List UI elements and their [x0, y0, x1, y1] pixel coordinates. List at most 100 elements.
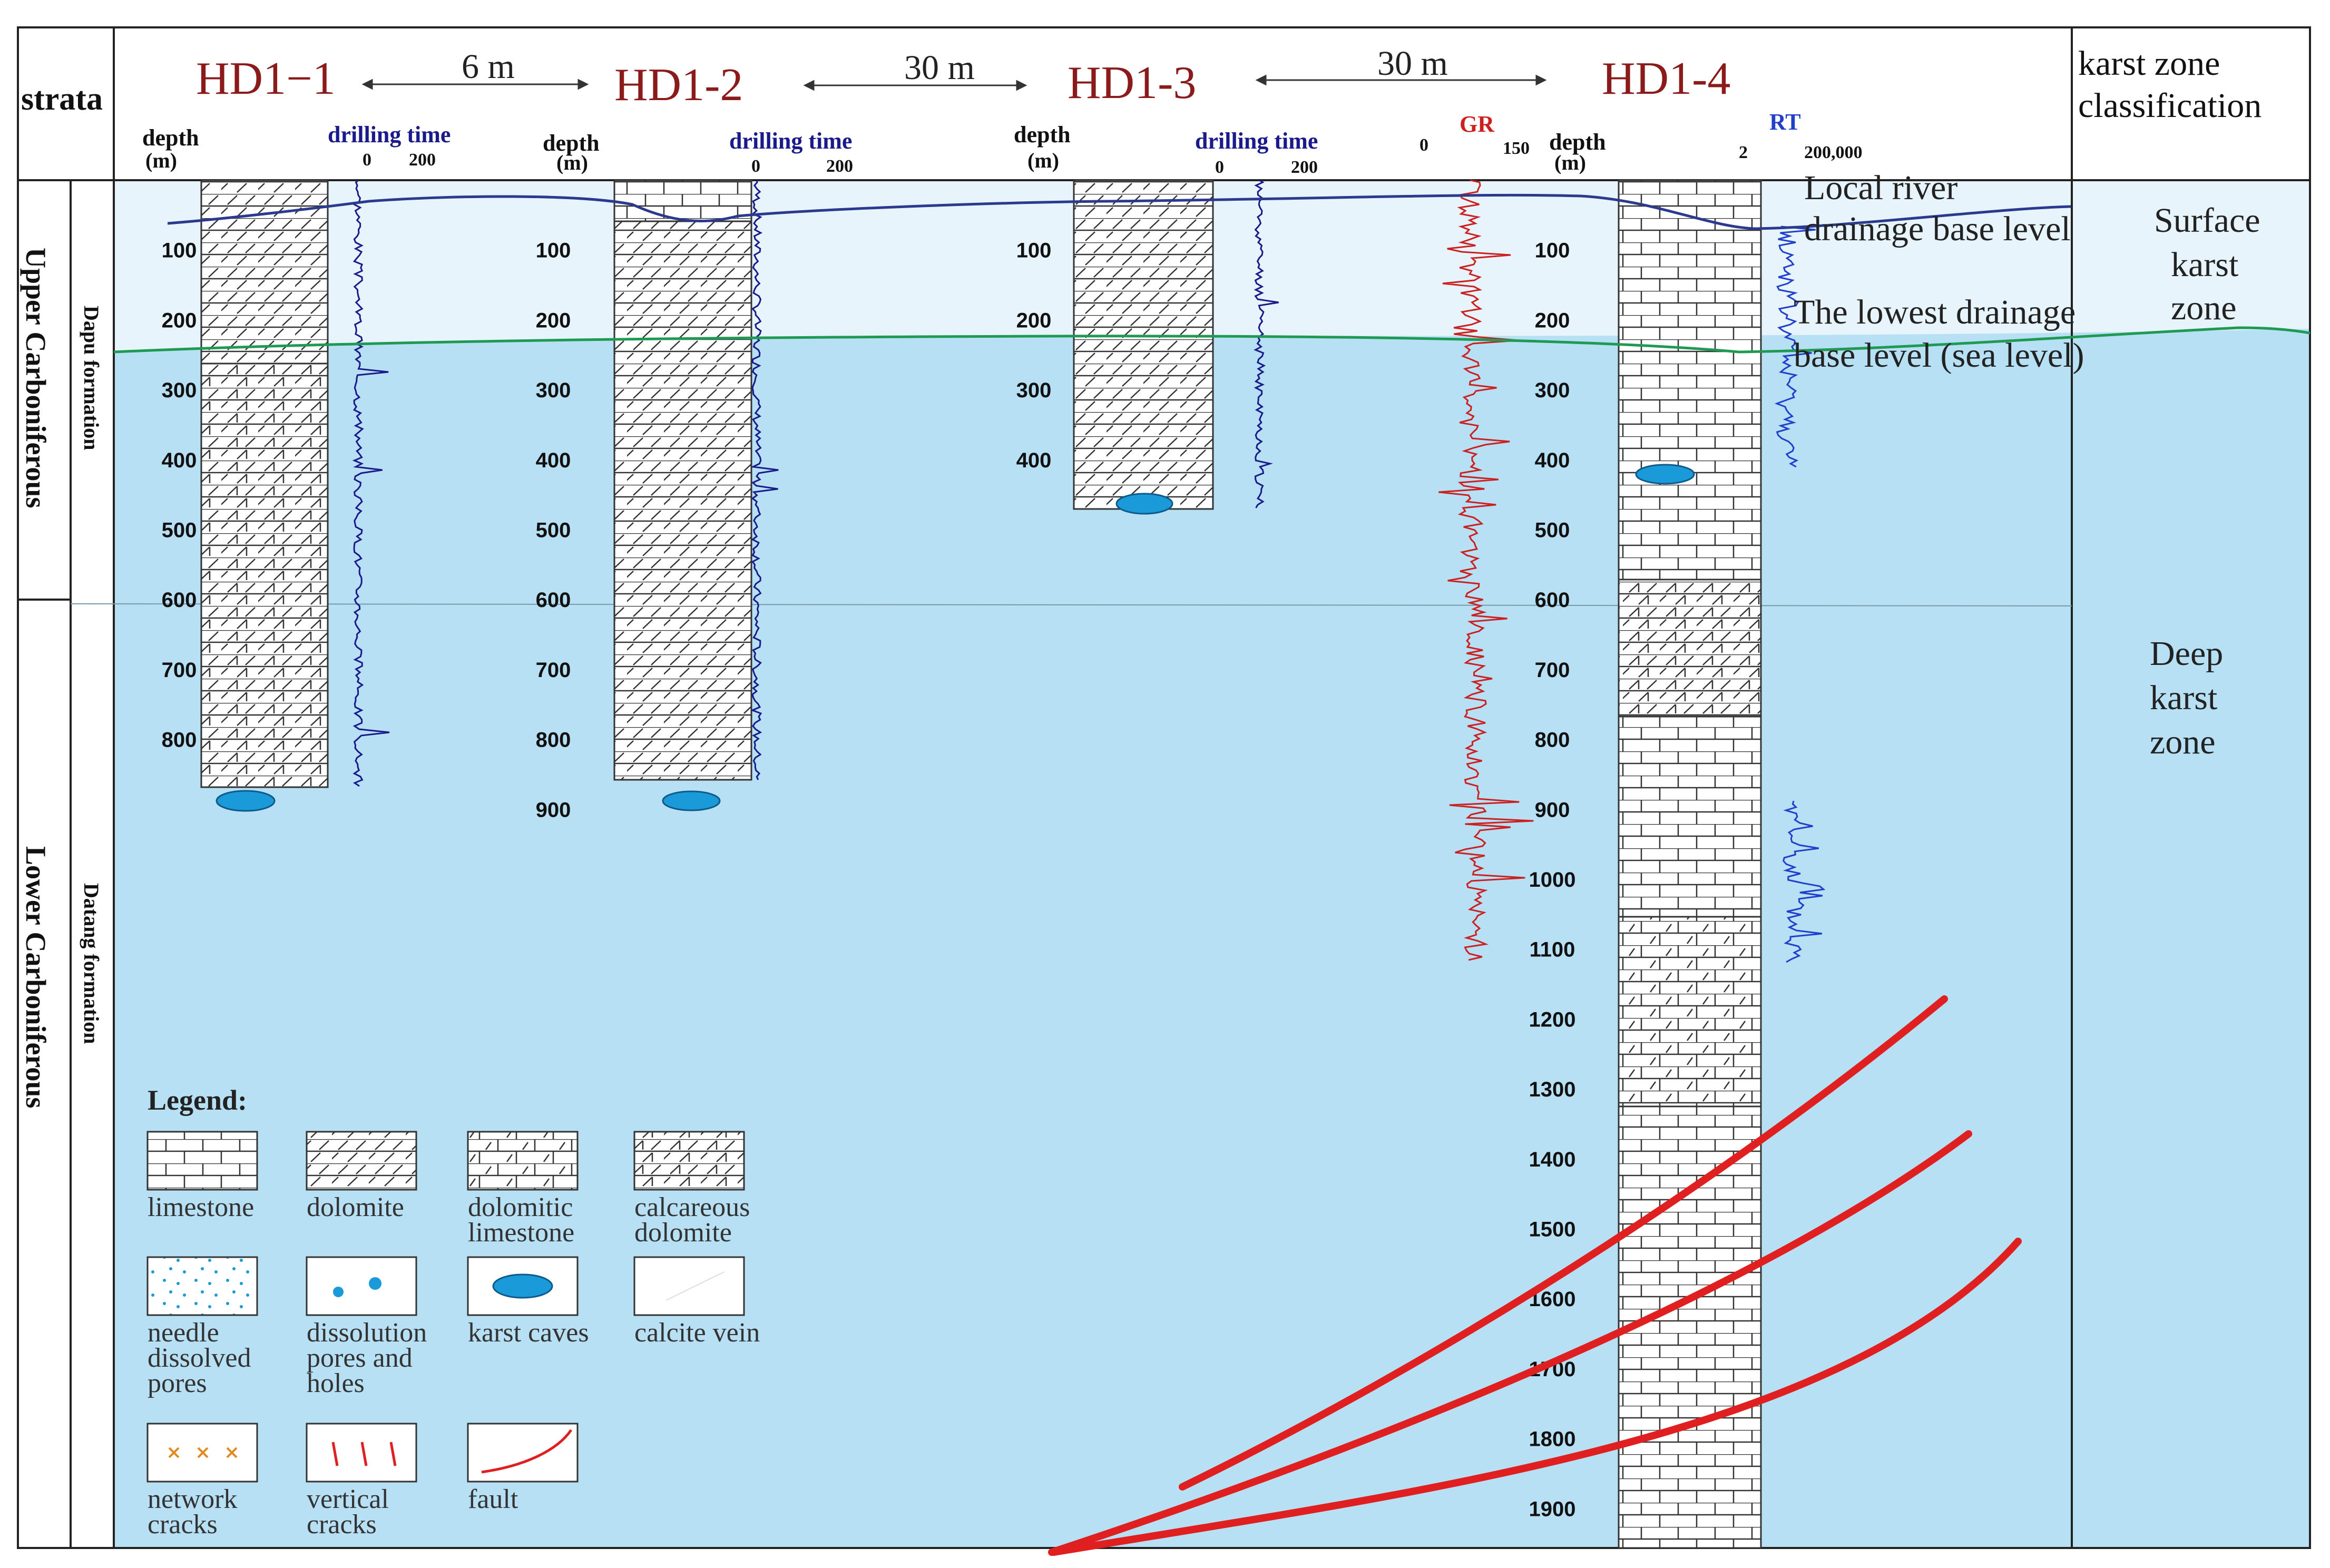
wells-layer: 1002003004005006007008001002003004005006…: [162, 179, 1826, 1549]
rt-log-curve-lower: [1783, 800, 1826, 963]
depth-tick-label: 700: [1535, 659, 1570, 682]
lithology-column-segment: [613, 179, 752, 222]
karst-cave: [1115, 493, 1173, 515]
karst-classification-header-2: classification: [2078, 86, 2262, 125]
karst-cave: [662, 790, 721, 811]
deep-zone-label-1: Deep: [2150, 634, 2223, 673]
depth-unit-3: (m): [1027, 149, 1059, 172]
depth-tick-label: 1000: [1529, 868, 1576, 891]
fault-line-1: [1179, 995, 1948, 1491]
depth-tick-label: 600: [536, 589, 571, 612]
depth-label-4: depth: [1549, 129, 1606, 155]
drilling-time-scale-max-3: 200: [1291, 158, 1318, 177]
legend-label: cracks: [148, 1510, 218, 1540]
spacing-arrows: [361, 74, 1547, 91]
rt-scale-min: 2: [1739, 143, 1748, 162]
legend-item-limestone: limestone: [146, 1131, 258, 1222]
legend-label: karst caves: [468, 1318, 589, 1348]
legend-label: dolomite: [307, 1192, 404, 1222]
depth-tick-label: 100: [162, 239, 197, 262]
depth-tick-label: 400: [162, 449, 197, 472]
sea-level-annotation-1: The lowest drainage: [1794, 293, 2076, 331]
depth-tick-label: 1300: [1529, 1078, 1576, 1101]
river-base-annotation-2: drainage base level: [1804, 210, 2071, 248]
karst-cave: [1635, 464, 1695, 485]
lithology-column-segment: [613, 220, 752, 781]
lithology-column-segment: [200, 179, 329, 365]
sea-level-annotation-2: base level (sea level): [1794, 336, 2084, 375]
legend-swatch: [146, 1131, 258, 1191]
spacing-label-1: 6 m: [462, 47, 515, 86]
drilling-time-scale-min-3: 0: [1215, 158, 1224, 177]
legend-swatch: [146, 1256, 258, 1316]
spacing-label-3: 30 m: [1377, 44, 1448, 83]
legend-item-fault: fault: [467, 1423, 579, 1514]
depth-tick-label: 800: [536, 729, 571, 752]
depth-tick-label: 500: [536, 519, 571, 542]
river-base-annotation-1: Local river: [1804, 169, 1957, 207]
depth-tick-label: 400: [1535, 449, 1570, 472]
well-hd1-4: 1002003004005006007008009001000110012001…: [1529, 179, 1762, 1549]
depth-tick-label: 200: [1535, 309, 1570, 332]
lithology-column-segment: [1618, 716, 1762, 918]
legend-item-calcite-vein: calcite vein: [633, 1256, 760, 1348]
gr-scale-max: 150: [1503, 139, 1530, 158]
rt-log-curve-upper: [1774, 226, 1816, 468]
depth-tick-label: 400: [536, 449, 571, 472]
lithology-column-segment: [200, 362, 329, 788]
drilling-time-log-curve: [352, 179, 390, 787]
depth-tick-label: 200: [162, 309, 197, 332]
well-name-hd1-3: HD1-3: [1068, 57, 1196, 109]
depth-tick-label: 200: [1016, 309, 1052, 332]
legend-label: limestone: [148, 1192, 254, 1222]
depth-tick-label: 200: [536, 309, 571, 332]
sea-level-drainage-base-line: [113, 326, 2311, 354]
legend-label: dolomitic: [468, 1192, 573, 1222]
drilling-time-log-curve: [750, 180, 779, 780]
legend-label: fault: [468, 1484, 518, 1514]
drilling-time-title-3: drilling time: [1195, 128, 1318, 154]
depth-tick-label: 1100: [1530, 938, 1575, 962]
fault-line-2: [1048, 1130, 1972, 1556]
depth-tick-label: 300: [536, 379, 571, 402]
lithology-column-segment: [1618, 916, 1762, 1108]
gr-title: GR: [1460, 111, 1495, 137]
legend-swatch: [467, 1131, 579, 1191]
column-subheaders: depth (m) drilling time 0 200 depth (m) …: [142, 109, 1863, 177]
drilling-time-scale-min-2: 0: [751, 156, 760, 176]
karst-classification-header-1: karst zone: [2078, 44, 2220, 83]
lithology-column-segment: [1073, 179, 1214, 510]
depth-tick-label: 100: [536, 239, 571, 262]
depth-unit-2: (m): [556, 151, 588, 174]
surface-zone-label-2: karst: [2171, 246, 2238, 284]
karst-cave: [216, 790, 276, 812]
well-name-hd1-4: HD1-4: [1602, 53, 1730, 104]
fault-line-3: [1050, 1238, 2022, 1556]
legend-swatch: [306, 1131, 417, 1191]
depth-tick-label: 1400: [1529, 1148, 1576, 1171]
strata-header: strata: [21, 81, 103, 117]
legend-label: dissolved: [148, 1343, 251, 1373]
legend-label: pores and: [307, 1343, 413, 1373]
deep-zone-label-3: zone: [2150, 723, 2216, 761]
depth-unit-4: (m): [1554, 151, 1586, 174]
depth-tick-label: 100: [1016, 239, 1052, 262]
faults: [1048, 995, 2022, 1556]
frame: [17, 26, 2311, 1549]
gr-scale-min: 0: [1419, 135, 1428, 155]
legend-label: dissolution: [307, 1318, 427, 1348]
depth-tick-label: 600: [162, 589, 197, 612]
legend-label: needle: [148, 1318, 219, 1348]
legend-item-dolomite: dolomite: [306, 1131, 417, 1222]
drilling-time-scale-min-1: 0: [363, 150, 371, 170]
legend-label: calcareous: [634, 1192, 750, 1222]
depth-tick-label: 800: [1535, 729, 1570, 752]
legend-label: vertical: [307, 1484, 389, 1514]
depth-label-3: depth: [1014, 122, 1071, 148]
